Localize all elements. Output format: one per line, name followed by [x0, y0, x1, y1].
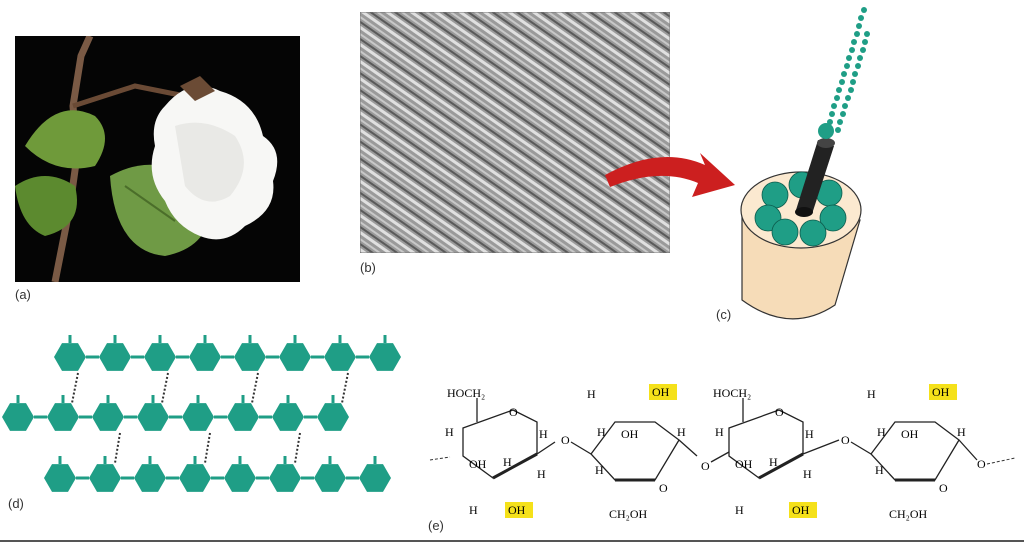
ring4-ch2oh: CH₂OH: [889, 507, 928, 521]
hydrogen-bond-dash: [294, 432, 301, 464]
hydrogen-bond-dash: [114, 432, 121, 464]
glucose-hexagon-row3: [44, 464, 76, 492]
glucose-hexagon-row1: [189, 343, 221, 371]
glucose-ring-1: [462, 398, 556, 480]
hydrogen-bond-dash: [341, 372, 349, 404]
panel-b-micrograph: [359, 11, 671, 254]
ring3-h-left: H: [715, 425, 724, 439]
glucose-hexagon-row2: [92, 403, 124, 431]
glucose-hexagon-row1: [54, 343, 86, 371]
glucose-hexagon-row2: [182, 403, 214, 431]
panel-d-cellulose-chains: [0, 335, 410, 505]
ring4-h-c5: H: [875, 463, 884, 477]
glucose-hexagon-row3: [359, 464, 391, 492]
glucose-hexagon-row3: [134, 464, 166, 492]
ring1-oh-mid: OH: [469, 457, 487, 471]
ring2-h-c5: H: [595, 463, 604, 477]
cotton-boll-image: [15, 34, 300, 283]
panel-d-label: (d): [8, 496, 24, 511]
ring3-ring-oxygen: O: [775, 405, 784, 419]
bottom-divider: [0, 540, 1024, 542]
ring1-h-right: H: [539, 427, 548, 441]
ring4-oh-mid: OH: [901, 427, 919, 441]
glucose-hexagon-row3: [89, 464, 121, 492]
glycosidic-oxygen-2: O: [701, 459, 710, 473]
ring1-top-group: HOCH₂: [447, 386, 485, 400]
glucose-hexagon-row3: [314, 464, 346, 492]
ring4-h-left: H: [877, 425, 886, 439]
ring1-ring-oxygen: O: [509, 405, 518, 419]
ring3-oh-bottom-highlighted: OH: [792, 503, 810, 517]
ring3-top-group: HOCH₂: [713, 386, 751, 400]
glucose-ring-2: [590, 421, 698, 482]
panel-b-label: (b): [360, 260, 376, 275]
glucose-hexagon-row3: [224, 464, 256, 492]
glucose-hexagon-row3: [179, 464, 211, 492]
panel-a-cotton-photo: [15, 34, 300, 283]
glucose-hexagon-row1: [234, 343, 266, 371]
ring1-h-left: H: [445, 425, 454, 439]
ring3-h-right: H: [805, 427, 814, 441]
ring4-h-top-left: H: [867, 387, 876, 401]
glycosidic-oxygen-1: O: [561, 433, 570, 447]
ring1-oh-bottom-highlighted: OH: [508, 503, 526, 517]
glucose-hexagon-row2: [2, 403, 34, 431]
glucose-hexagon-row2: [317, 403, 349, 431]
terminal-oxygen: O: [977, 457, 986, 471]
panel-e-chemical-structure: HOCH₂ O H H OH H H H OH O H OH H OH H H …: [425, 370, 1024, 530]
ring1-h-mid: H: [503, 455, 512, 469]
hydrogen-bond-dash: [204, 432, 211, 464]
red-arrow-icon: [605, 153, 735, 197]
glucose-ring-3: [728, 398, 840, 480]
glucose-hexagon-row2: [227, 403, 259, 431]
glucose-hexagon-row1: [99, 343, 131, 371]
ring2-h-left: H: [597, 425, 606, 439]
glucose-hexagon-row1: [144, 343, 176, 371]
ring1-h-c1: H: [537, 467, 546, 481]
hydrogen-bond-dash: [161, 372, 169, 404]
ring4-h-right: H: [957, 425, 966, 439]
ring4-ring-oxygen: O: [939, 481, 948, 495]
ring2-h-right: H: [677, 425, 686, 439]
glucose-hexagon-row1: [369, 343, 401, 371]
panel-a-label: (a): [15, 287, 31, 302]
ring1-h-bottom: H: [469, 503, 478, 517]
ring3-h-c1: H: [803, 467, 812, 481]
ring2-ring-oxygen: O: [659, 481, 668, 495]
hydrogen-bond-dash: [251, 372, 259, 404]
ring2-oh-top-highlighted: OH: [652, 385, 670, 399]
ring2-oh-mid: OH: [621, 427, 639, 441]
glucose-hexagon-row1: [324, 343, 356, 371]
hydrogen-bond-dash: [71, 372, 79, 404]
panel-c-label: (c): [716, 307, 732, 322]
ring3-h-mid: H: [769, 455, 778, 469]
cellulose-structure-diagram: HOCH₂ O H H OH H H H OH O H OH H OH H H …: [429, 384, 1016, 521]
fiber-micrograph-image: [359, 11, 671, 254]
glucose-hexagon-row2: [272, 403, 304, 431]
ring4-oh-top-highlighted: OH: [932, 385, 950, 399]
cellulose-chains-diagram: [2, 335, 401, 492]
panel-c-microfibril: [730, 0, 870, 330]
glucose-hexagon-row3: [269, 464, 301, 492]
glucose-hexagon-row2: [137, 403, 169, 431]
ring3-h-bottom: H: [735, 503, 744, 517]
glucose-ring-4: [870, 421, 978, 482]
microfibril-cylinder-diagram: [740, 7, 870, 320]
ring2-h-top-left: H: [587, 387, 596, 401]
panel-e-label: (e): [428, 518, 444, 533]
ring2-ch2oh: CH₂OH: [609, 507, 648, 521]
glucose-hexagon-row1: [279, 343, 311, 371]
ring3-oh-mid: OH: [735, 457, 753, 471]
glucose-hexagon-row2: [47, 403, 79, 431]
glycosidic-oxygen-3: O: [841, 433, 850, 447]
